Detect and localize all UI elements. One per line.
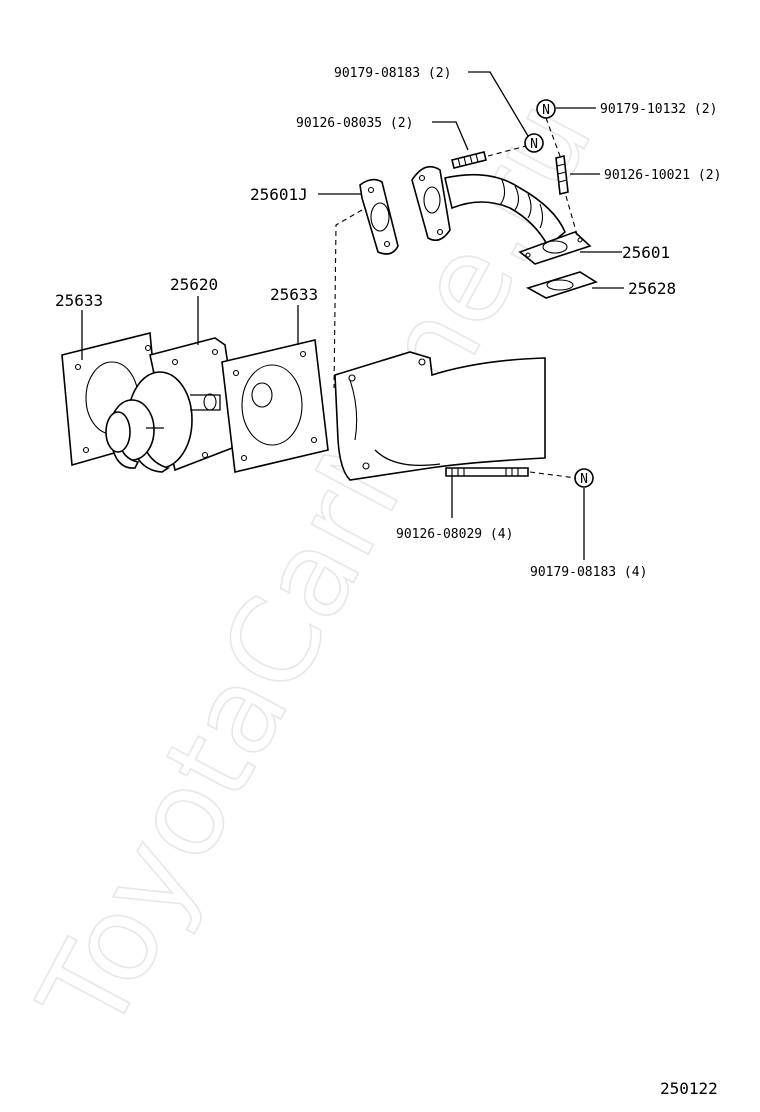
- label-25633-left: 25633: [55, 291, 103, 310]
- watermark: ToyotaCarMine.ru: [12, 78, 618, 1054]
- label-25601: 25601: [622, 243, 670, 262]
- gasket-25601j: [359, 178, 399, 255]
- nut-90179-10132: N: [536, 99, 556, 119]
- stud-90126-08029: [445, 467, 529, 477]
- gasket-25628: [525, 271, 598, 299]
- label-90179-10132: 90179-10132 (2): [600, 102, 717, 117]
- gasket-25633-right: [221, 339, 329, 473]
- stud-90126-08035: [451, 151, 487, 169]
- label-25633-right: 25633: [270, 285, 318, 304]
- label-90126-08029: 90126-08029 (4): [396, 527, 513, 542]
- nut-90179-08183-top: N: [524, 133, 544, 153]
- egr-pipe-25601: [411, 165, 592, 265]
- nut-symbol: N: [580, 472, 588, 487]
- egr-valve-25620: [105, 337, 241, 473]
- label-25601j: 25601J: [250, 185, 308, 204]
- label-90126-08035: 90126-08035 (2): [296, 116, 413, 131]
- stud-90126-10021: [555, 155, 569, 195]
- diagram-code: 250122: [660, 1079, 718, 1098]
- label-90179-08183-bottom: 90179-08183 (4): [530, 565, 647, 580]
- label-25620: 25620: [170, 275, 218, 294]
- intake-flange: [334, 351, 546, 481]
- alignment-lines: [333, 117, 579, 479]
- leader-lines: [81, 71, 624, 560]
- label-90179-08183-top: 90179-08183 (2): [334, 66, 451, 81]
- label-90126-10021: 90126-10021 (2): [604, 168, 721, 183]
- label-25628: 25628: [628, 279, 676, 298]
- nut-symbol: N: [542, 103, 550, 118]
- nut-symbol: N: [530, 137, 538, 152]
- nut-90179-08183-bottom: N: [574, 468, 594, 488]
